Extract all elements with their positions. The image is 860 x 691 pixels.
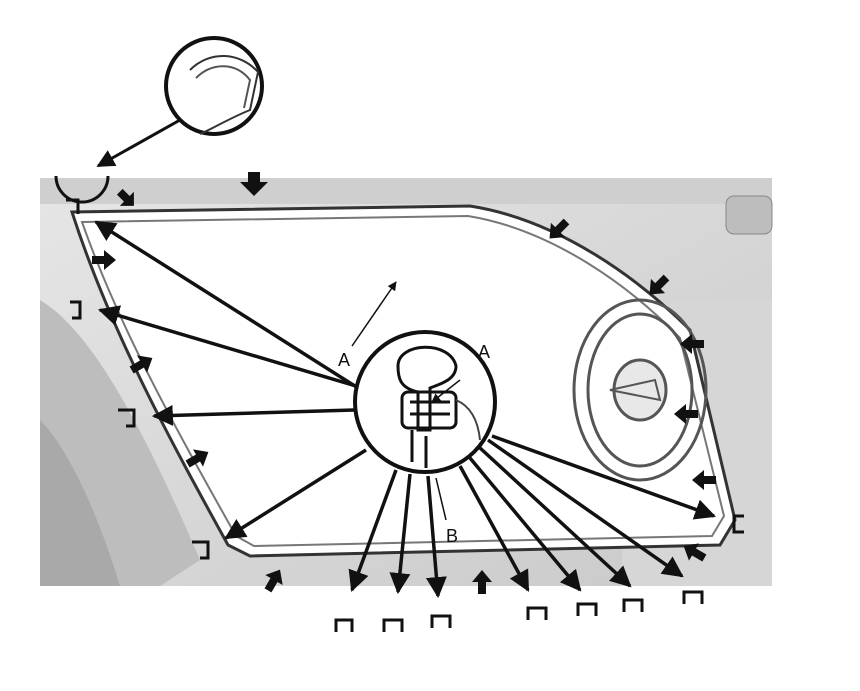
steering-wheel [572, 298, 708, 482]
label-a-view: A [338, 350, 350, 370]
push-arrow-icon [92, 172, 716, 594]
magnifier-circle-icon [54, 36, 264, 204]
label-b: B [446, 526, 458, 546]
section-detail-circle [353, 330, 497, 521]
windshield-molding [80, 214, 726, 548]
label-a-detail: A [478, 342, 490, 362]
leader-lines [94, 220, 716, 599]
view-arrow-a [351, 281, 397, 347]
clip-bracket-icon [66, 198, 744, 632]
